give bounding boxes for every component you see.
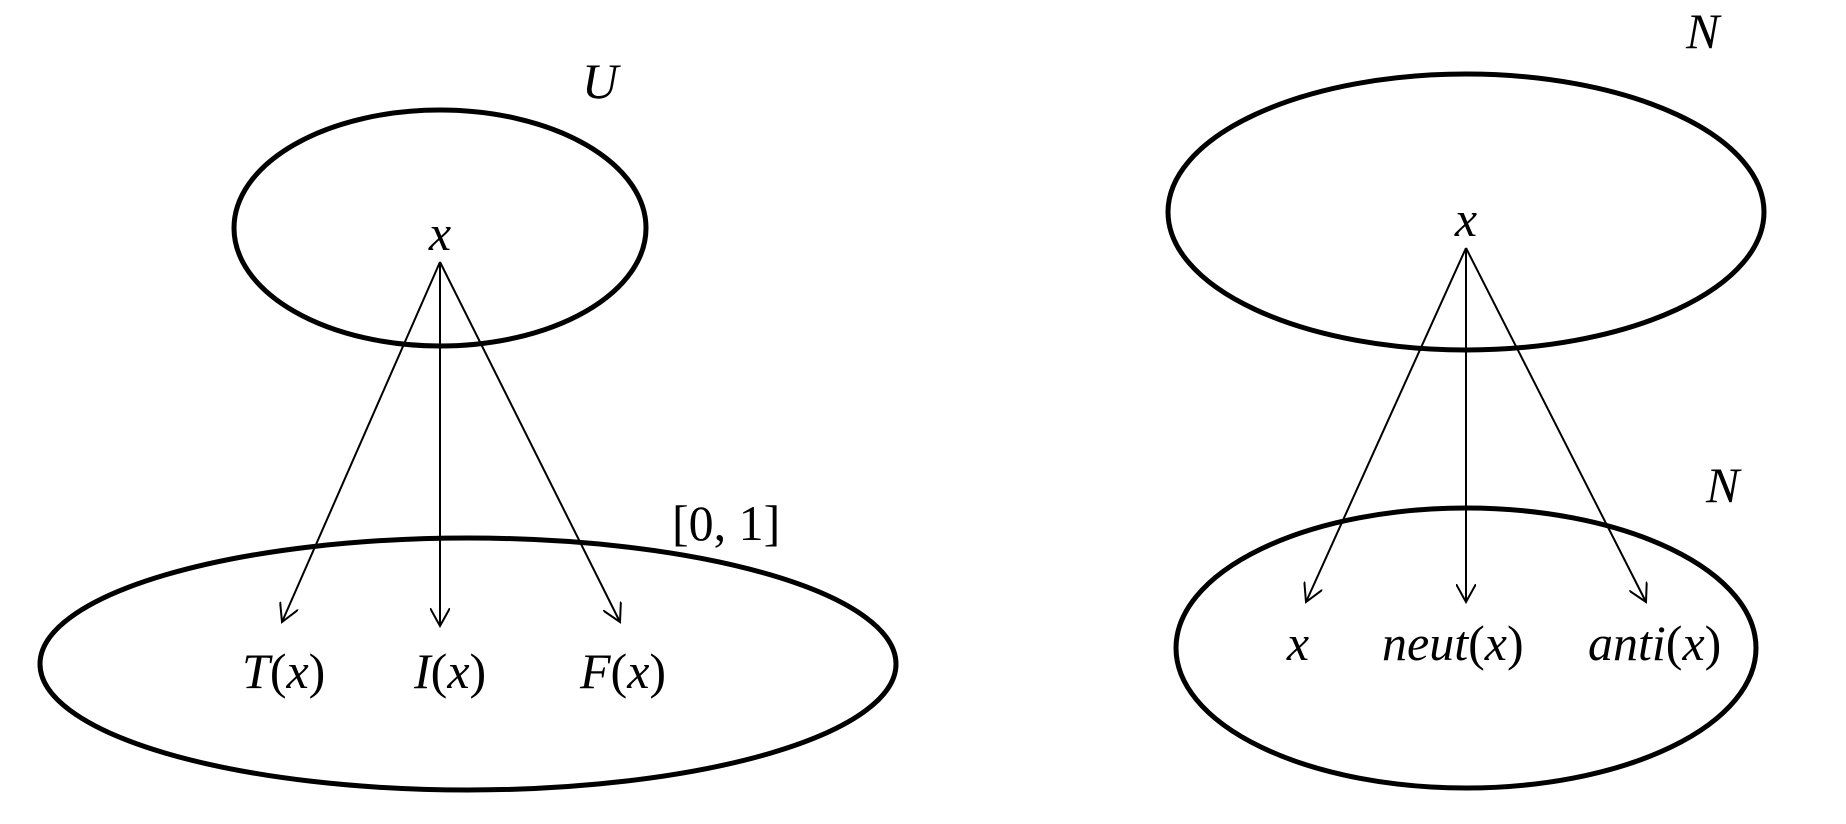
- top-set-n-label: N: [1685, 3, 1722, 59]
- falsity-membership-label: F(x): [579, 643, 666, 699]
- truth-membership-label: T(x): [242, 643, 325, 699]
- interval-label: [0, 1]: [672, 495, 780, 551]
- right-diagram: N x N x neut(x) anti(x): [1165, 3, 1767, 791]
- falsity-arrow: [439, 261, 620, 622]
- bottom-set-n-label: N: [1705, 457, 1742, 513]
- left-element-x: x: [428, 205, 451, 261]
- neutral-label: neut(x): [1382, 615, 1524, 671]
- anti-arrow: [1465, 247, 1646, 602]
- set-u-label: U: [582, 53, 621, 109]
- interval-ellipse: [37, 535, 899, 793]
- identity-label: x: [1286, 615, 1309, 671]
- indeterminacy-membership-label: I(x): [413, 643, 486, 699]
- right-element-x: x: [1454, 191, 1477, 247]
- anti-label: anti(x): [1588, 615, 1721, 671]
- identity-arrow: [1306, 247, 1467, 602]
- truth-arrow: [282, 261, 441, 622]
- left-diagram: U x [0, 1] T(x) I(x) F(x): [37, 53, 899, 793]
